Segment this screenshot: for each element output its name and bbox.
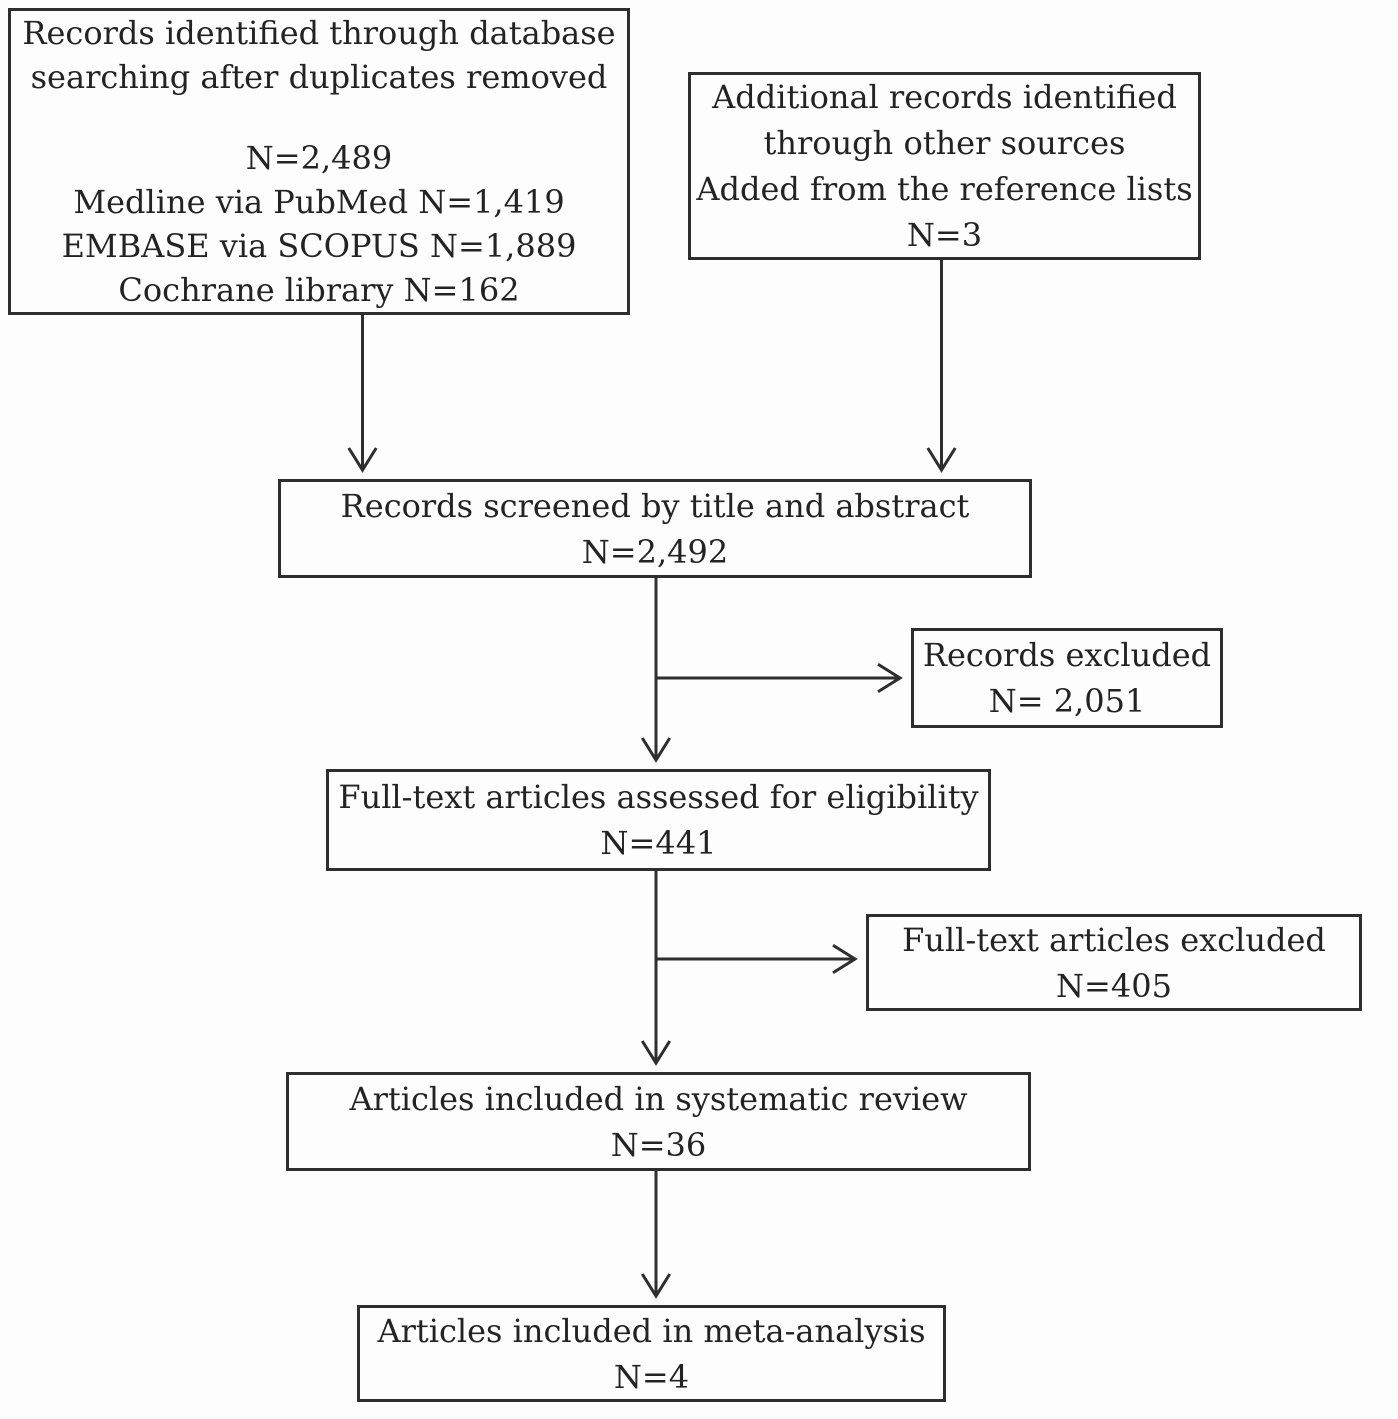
fulltext-excluded-label: Full-text articles excluded — [902, 920, 1326, 959]
records-screened-label: Records screened by title and abstract — [340, 486, 970, 525]
records-excluded-label: Records excluded — [922, 636, 1212, 674]
records-screened-count: N=2,492 — [581, 532, 729, 571]
records-excluded-count: N= 2,051 — [988, 682, 1146, 720]
records-identified-embase: EMBASE via SCOPUS N=1,889 — [61, 227, 577, 265]
systematic-review-label: Articles included in systematic review — [349, 1079, 968, 1118]
systematic-review-count: N=36 — [610, 1125, 707, 1164]
fulltext-assessed-count: N=441 — [600, 824, 717, 862]
meta-analysis-label: Articles included in meta-analysis — [377, 1311, 926, 1350]
records-identified-medline: Medline via PubMed N=1,419 — [73, 183, 565, 221]
box-fulltext-excluded: Full-text articles excluded N=405 — [866, 914, 1362, 1011]
box-records-excluded: Records excluded N= 2,051 — [911, 628, 1223, 728]
meta-analysis-count: N=4 — [613, 1357, 690, 1396]
records-identified-cochrane: Cochrane library N=162 — [118, 271, 520, 309]
fulltext-assessed-label: Full-text articles assessed for eligibil… — [338, 778, 979, 816]
box-additional-records: Additional records identified through ot… — [688, 72, 1201, 260]
additional-records-line2: through other sources — [763, 124, 1126, 162]
fulltext-excluded-count: N=405 — [1056, 966, 1172, 1005]
box-meta-analysis: Articles included in meta-analysis N=4 — [357, 1305, 946, 1402]
records-identified-title-line2: searching after duplicates removed — [30, 58, 608, 96]
records-identified-title-line1: Records identified through database — [22, 14, 616, 52]
additional-records-line3: Added from the reference lists — [696, 170, 1193, 208]
box-records-screened: Records screened by title and abstract N… — [278, 479, 1032, 578]
additional-records-count: N=3 — [906, 216, 983, 254]
records-identified-total: N=2,489 — [245, 139, 393, 177]
box-systematic-review: Articles included in systematic review N… — [286, 1072, 1031, 1171]
additional-records-line1: Additional records identified — [712, 78, 1177, 116]
box-records-identified: Records identified through database sear… — [8, 8, 630, 315]
box-fulltext-assessed: Full-text articles assessed for eligibil… — [326, 769, 991, 871]
